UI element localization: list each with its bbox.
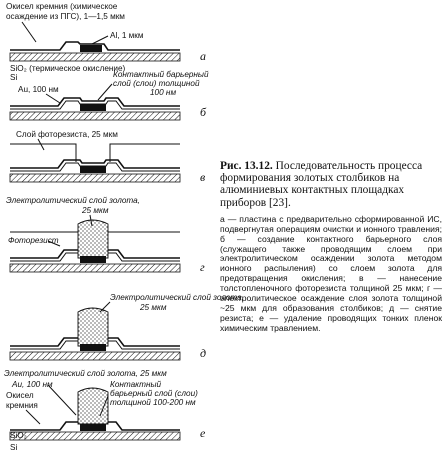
panel-d: Электролитический слой золота, 25 мкм д <box>9 293 244 361</box>
panel-g: Электролитический слой золота, 25 мкм Фо… <box>6 196 205 274</box>
panel-a-oxide-label-2: осаждение из ПГС), 1—1,5 мкм <box>6 12 125 21</box>
panel-b-barrier-leader <box>97 83 113 101</box>
panel-a-si-substrate <box>9 52 181 62</box>
panel-e-oxide-label-1: Окисел <box>6 391 34 400</box>
panel-a: Окисел кремния (химическое осаждение из … <box>6 2 206 82</box>
caption-title-text: Последовательность процесса формирования… <box>220 160 423 209</box>
panel-d-gold-pillar <box>77 307 109 347</box>
panel-a-si-label: Si <box>10 73 17 82</box>
panel-b-au-leader <box>45 93 61 104</box>
panel-d-barrier-layer <box>10 340 180 350</box>
panel-a-al-pad <box>80 45 102 52</box>
panel-d-gold-label-1: Электролитический слой золота, <box>110 293 244 302</box>
panel-v-au-layer <box>10 159 180 169</box>
panel-a-sio2-label: SiO₂ (термическое окисление) <box>10 64 126 73</box>
panel-d-gold-label-2: 25 мкм <box>139 303 167 312</box>
panel-v-resist-label: Слой фоторезиста, 25 мкм <box>16 130 118 139</box>
panel-g-letter: г <box>200 260 205 274</box>
panel-e-oxide-layer <box>10 421 180 431</box>
panel-v-al-pad <box>80 166 106 173</box>
panel-d-si-substrate <box>9 351 181 361</box>
panel-a-al-label: Al, 1 мкм <box>110 31 144 40</box>
panel-g-photoresist-leader <box>47 240 61 247</box>
panel-b-barrier-label-3: 100 нм <box>150 88 176 97</box>
panel-b-au-label: Au, 100 нм <box>18 85 59 94</box>
panel-e-barrier-label-3: толщиной 100-200 нм <box>110 398 196 407</box>
panel-v-resist-outline <box>10 143 180 162</box>
panel-v-si-substrate <box>9 173 181 183</box>
panel-g-barrier-layer <box>10 252 180 262</box>
panel-g-gold-pillar <box>77 219 109 259</box>
panel-d-au-layer <box>10 337 180 347</box>
panel-e-oxide-leader <box>25 409 41 425</box>
panel-e: Электролитический слой золота, 25 мкм Au… <box>4 369 206 452</box>
panel-b: Контактный барьерный слой (слои) толщино… <box>9 70 209 121</box>
panel-e-gold-label: Электролитический слой золота, 25 мкм <box>4 369 167 378</box>
panel-b-letter: б <box>200 105 207 119</box>
panel-d-al-pad <box>80 344 106 351</box>
panel-g-si-substrate <box>9 263 181 273</box>
panel-g-gold-label-1: Электролитический слой золота, <box>6 196 140 205</box>
panel-v: Слой фоторезиста, 25 мкм в <box>9 130 205 184</box>
panel-a-al-leader <box>91 35 109 45</box>
panel-b-barrier-label-1: Контактный барьерный <box>113 70 209 79</box>
panel-g-au-layer <box>10 249 180 259</box>
panel-b-au-layer <box>10 97 180 107</box>
panel-g-photoresist-label: Фоторезист <box>8 236 59 245</box>
panel-a-letter: а <box>200 49 206 63</box>
panel-e-oxide-label-2: кремния <box>6 401 38 410</box>
panel-e-au-label: Au, 100 нм <box>11 380 53 389</box>
panel-e-letter: е <box>200 426 206 440</box>
panel-e-barrier-label-2: барьерный слой (слои) <box>110 389 198 398</box>
panel-d-letter: д <box>200 346 206 360</box>
panel-a-oxide-leader <box>21 21 37 43</box>
panel-e-si-substrate <box>9 431 181 441</box>
caption-number: Рис. 13.12. <box>220 160 273 172</box>
panel-v-letter: в <box>200 170 205 184</box>
panel-e-sio2-label: SiO₂ <box>10 431 27 440</box>
panel-b-si-substrate <box>9 111 181 121</box>
panel-e-al-pad <box>80 424 106 431</box>
panel-a-oxide-label-1: Окисел кремния (химическое <box>6 2 118 11</box>
panel-v-resist-leader <box>37 138 45 151</box>
panel-e-au-leader <box>47 384 77 416</box>
panel-g-gold-label-2: 25 мкм <box>81 206 109 215</box>
panel-g-al-pad <box>80 256 106 263</box>
panel-e-gold-pillar <box>77 387 109 425</box>
panel-b-barrier-label-2: слой (слои) толщиной <box>113 79 200 88</box>
panel-e-si-label: Si <box>10 443 17 452</box>
caption-title: Рис. 13.12. Последовательность процесса … <box>220 160 442 209</box>
panel-e-barrier-label-1: Контактный <box>110 380 161 389</box>
caption-body: а — пластина с предварительно сформирова… <box>220 213 442 333</box>
figure-caption: Рис. 13.12. Последовательность процесса … <box>220 160 442 334</box>
panel-b-al-pad <box>80 104 106 111</box>
panel-a-oxide-layer <box>10 41 180 51</box>
